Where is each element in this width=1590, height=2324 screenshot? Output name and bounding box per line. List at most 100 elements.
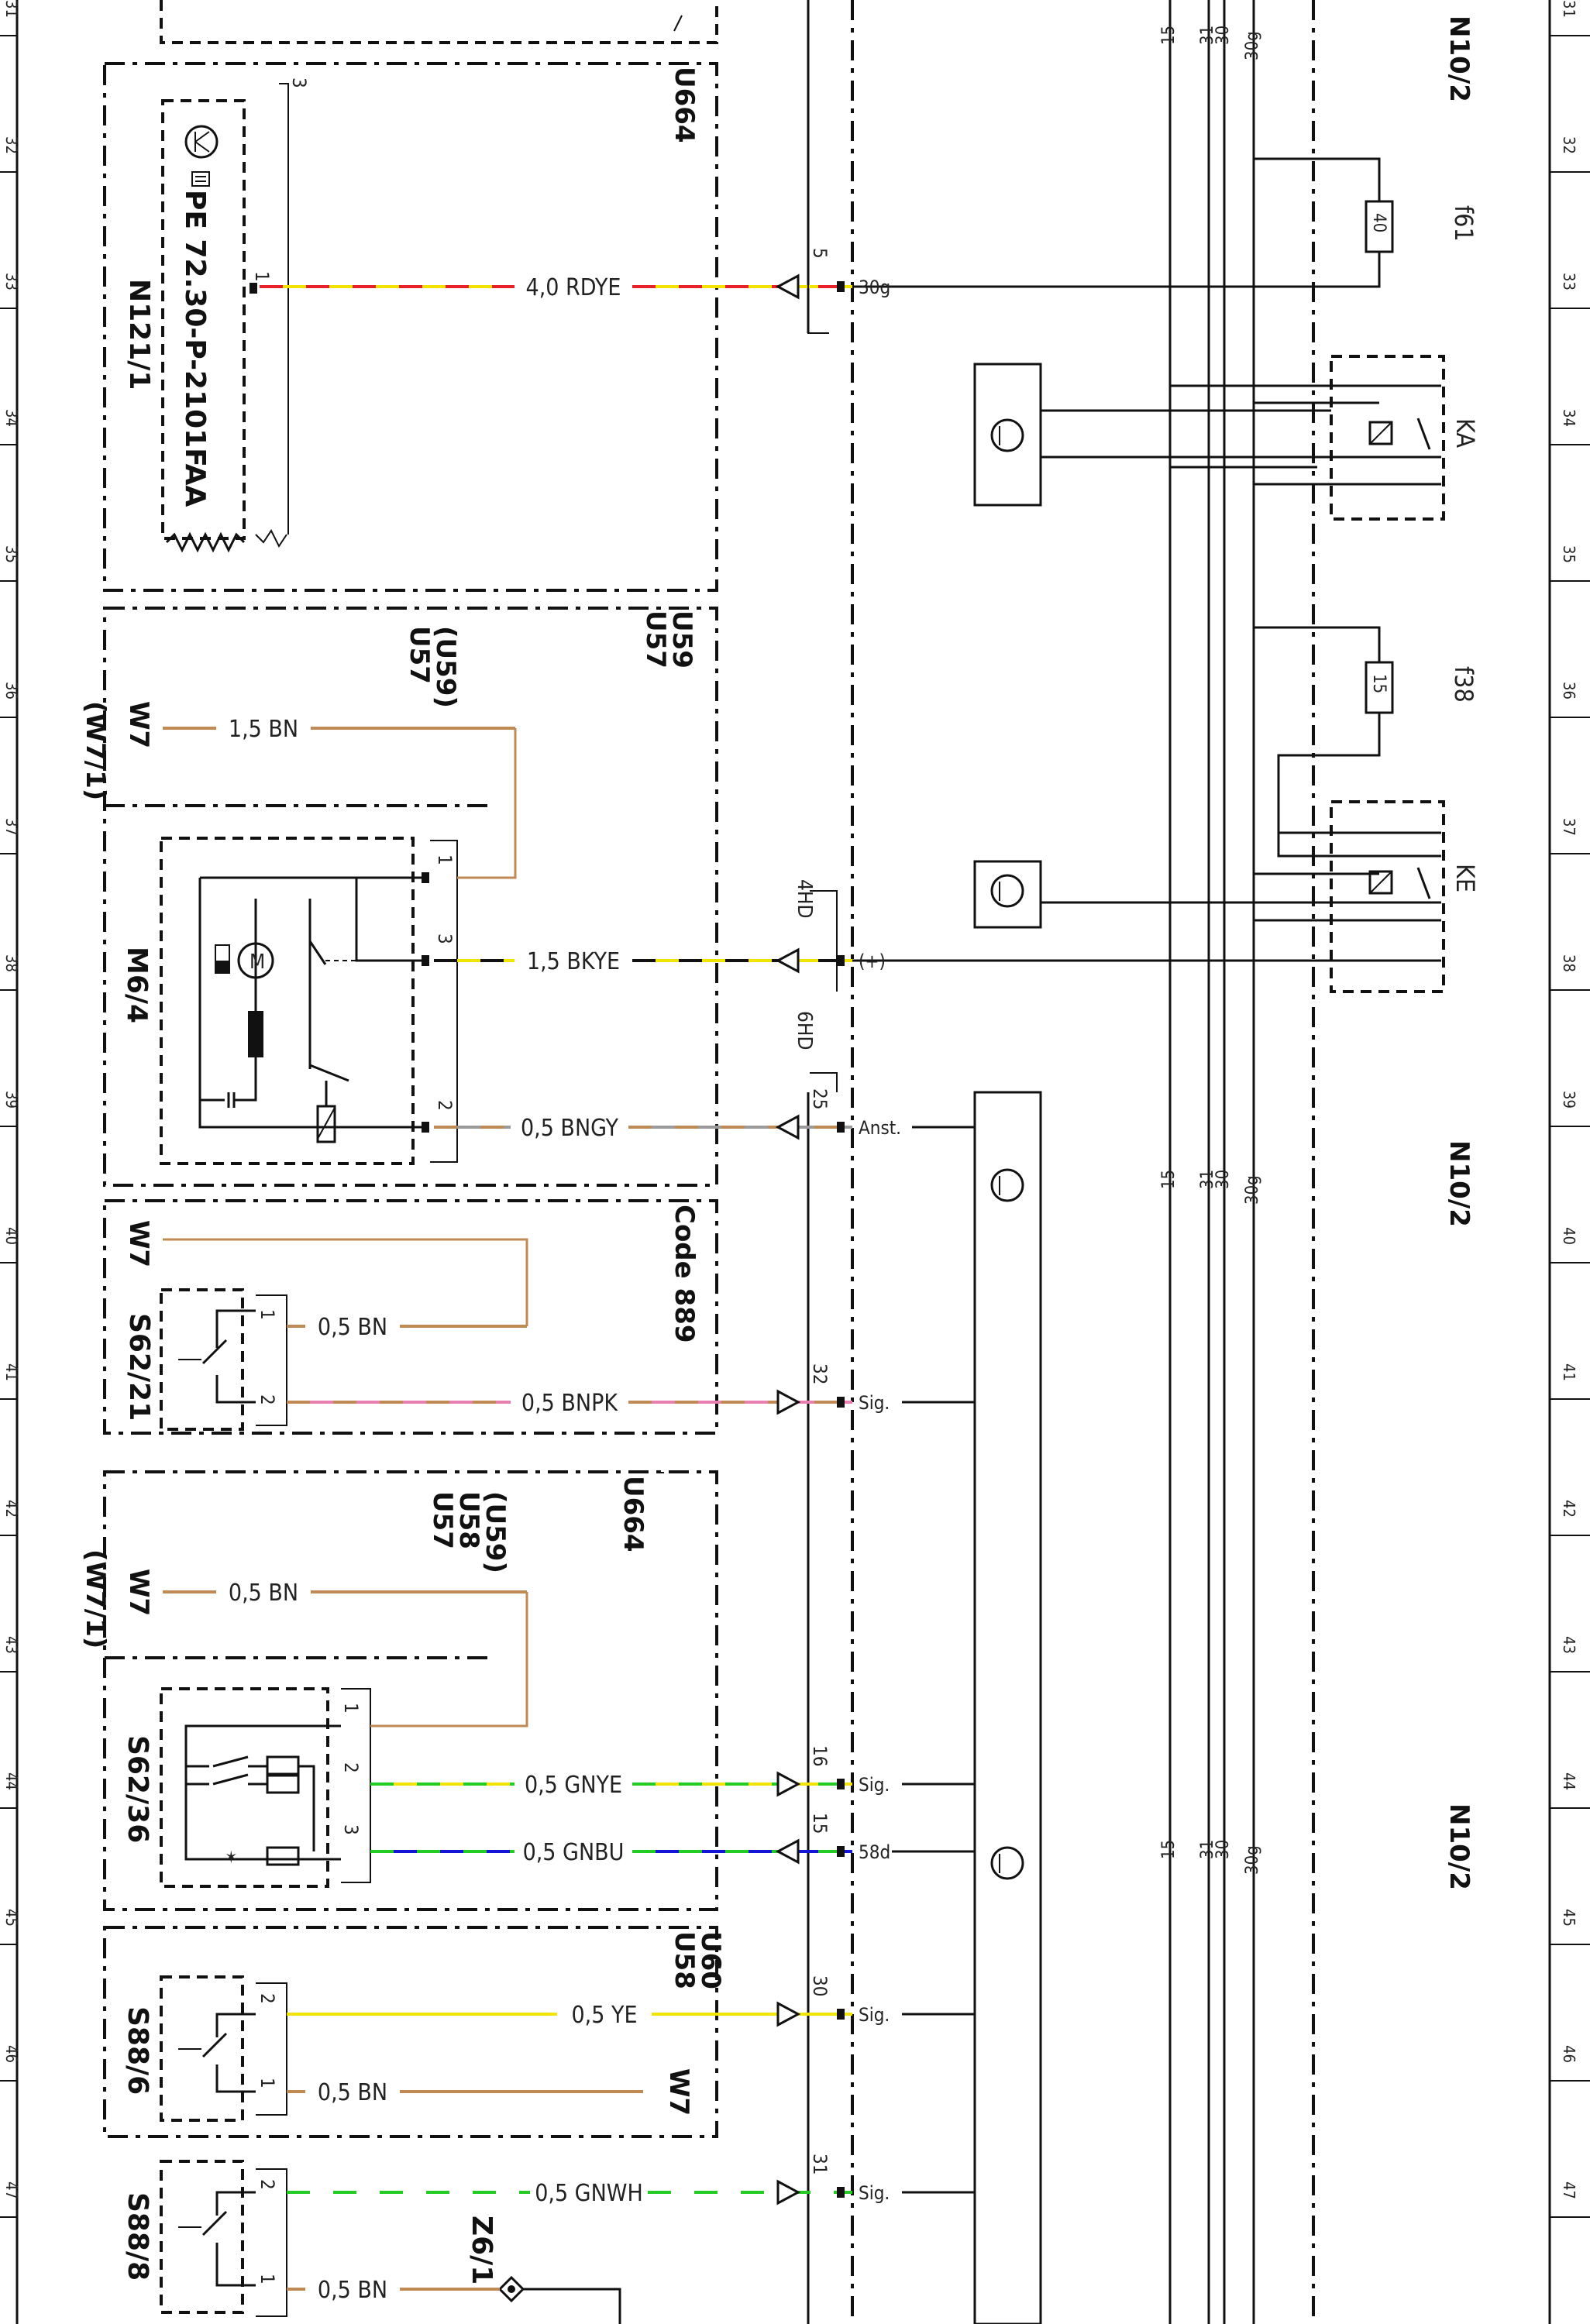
wire: 1,5 BKYE bbox=[434, 947, 852, 975]
pin-1-label: 1 bbox=[256, 2078, 278, 2089]
grid-number: 46 bbox=[1560, 2045, 1578, 2063]
w7-label-d: W7 bbox=[663, 2068, 694, 2116]
w7-1-label-a: (W7/1) bbox=[80, 701, 111, 800]
u57-u59-label: U57U59 bbox=[640, 610, 697, 669]
grid-number: 43 bbox=[1560, 1636, 1578, 1654]
grid-number: 45 bbox=[1560, 1909, 1578, 1927]
ke-label: KE bbox=[1451, 864, 1480, 892]
wire: 0,5 BN bbox=[163, 1238, 528, 1341]
pin-1-label: 1 bbox=[251, 271, 273, 282]
grid-number: 44 bbox=[2, 1772, 21, 1790]
grid-number: 36 bbox=[1560, 682, 1578, 700]
wire-label: 0,5 GNWH bbox=[535, 2180, 643, 2207]
wire: 0,5 BN bbox=[287, 2079, 643, 2106]
grid-number: 42 bbox=[1560, 1500, 1578, 1518]
s62-36-label: S62/36 bbox=[122, 1735, 153, 1843]
pin-1-label: 1 bbox=[256, 1309, 278, 1320]
wire-label: 4,0 RDYE bbox=[526, 274, 621, 301]
wire: 0,5 GNYE bbox=[370, 1771, 852, 1799]
pin-1-label: 1 bbox=[434, 854, 456, 865]
wire-label: 0,5 BN bbox=[318, 1314, 387, 1341]
wire: 0,5 GNWH bbox=[287, 2179, 852, 2207]
f38-label: f38 bbox=[1449, 666, 1478, 703]
relay-ka: KA bbox=[973, 355, 1480, 521]
arrow-right-icon bbox=[776, 2001, 801, 2027]
grid-number: 32 bbox=[2, 136, 21, 154]
arrow-left-icon bbox=[775, 1114, 800, 1140]
grid-number: 37 bbox=[1560, 818, 1578, 836]
wire-label: 0,5 GNYE bbox=[525, 1772, 622, 1799]
grid-number: 35 bbox=[2, 545, 21, 563]
w7-1-label-c: (W7/1) bbox=[80, 1549, 111, 1648]
u664-mid-label: U664 bbox=[618, 1476, 649, 1552]
grid-number: 33 bbox=[1560, 273, 1578, 290]
module-u664-top: U664 N121/1 PE 72.30-P-2101FAA 3 1 bbox=[103, 62, 718, 592]
grid-number: 33 bbox=[2, 273, 21, 290]
grid-number: 32 bbox=[1560, 136, 1578, 154]
bus-labels-top: 15 31 30 30g bbox=[1159, 26, 1262, 60]
transistor-icon bbox=[973, 860, 1042, 929]
grid-number: 40 bbox=[1560, 1227, 1578, 1245]
n10-2-label-bottom: N10/2 bbox=[1444, 1803, 1475, 1890]
relay-ke: KE bbox=[852, 800, 1480, 993]
transistor-icon bbox=[990, 1846, 1024, 1880]
pin-2-label: 2 bbox=[256, 2179, 278, 2190]
grid-number: 34 bbox=[1560, 409, 1578, 427]
grid-number: 38 bbox=[1560, 954, 1578, 972]
u58-u60-label: U58U60 bbox=[669, 1931, 726, 1989]
svg-text:✶: ✶ bbox=[225, 1848, 238, 1868]
u57-u59-inner-label: U57(U59) bbox=[404, 626, 461, 708]
pin-number: 25 bbox=[809, 1088, 831, 1109]
wire-label: 0,5 BN bbox=[318, 2079, 387, 2106]
grid-number: 36 bbox=[2, 682, 21, 700]
grid-number: 44 bbox=[1560, 1772, 1578, 1790]
grid-number: 39 bbox=[2, 1091, 21, 1109]
arrow-left-icon bbox=[775, 273, 800, 300]
pin-number: 5 bbox=[809, 248, 831, 259]
pin-number: 15 bbox=[809, 1813, 831, 1834]
fuse-15-label: 15 bbox=[1369, 674, 1389, 693]
signal-label: (+) bbox=[859, 951, 886, 972]
wire: 0,5 GNBU bbox=[370, 1838, 852, 1866]
pin-2-label: 2 bbox=[340, 1762, 362, 1773]
w7-label-a: W7 bbox=[123, 701, 154, 748]
bus-31: 31 bbox=[1198, 1170, 1217, 1189]
module-code889: Code 889 W7 S62/21 1 2 bbox=[103, 1199, 718, 1435]
document-icon bbox=[191, 171, 210, 187]
transistor-icon bbox=[990, 1168, 1024, 1202]
n10-2-module-boxes bbox=[973, 1091, 1042, 2324]
wire: 0,5 BNPK bbox=[287, 1389, 852, 1417]
bus-15: 15 bbox=[1159, 1840, 1179, 1859]
wire-label: 0,5 GNBU bbox=[523, 1839, 625, 1866]
pin-1-label: 1 bbox=[256, 2274, 278, 2284]
grid-number: 31 bbox=[2, 0, 21, 18]
grid-number: 31 bbox=[1560, 0, 1578, 18]
bus-30: 30 bbox=[1213, 1170, 1233, 1189]
grid-number: 41 bbox=[2, 1363, 21, 1381]
pin-3-label: 3 bbox=[288, 77, 310, 88]
vertical-rails bbox=[807, 0, 1315, 2324]
wire-label: 0,5 BNGY bbox=[521, 1115, 619, 1142]
w7-label-c: W7 bbox=[123, 1569, 154, 1616]
transistor-icon bbox=[973, 363, 1042, 507]
n10-2-label-top: N10/2 bbox=[1444, 15, 1475, 102]
s88-8-label: S88/8 bbox=[122, 2192, 153, 2281]
signal-labels: 30g5(+)Anst.25Sig.32Sig.1658d15Sig.30Sig… bbox=[809, 248, 1170, 2204]
pin-2-label: 2 bbox=[256, 1993, 278, 2004]
grid-number: 47 bbox=[2, 2181, 21, 2199]
code889-label: Code 889 bbox=[669, 1205, 700, 1343]
module-u57-u58-u59: U664 U57U58(U59) W7 (W7/1) S62/36 ✶ 1 2 … bbox=[80, 1470, 718, 1911]
n10-2-label-mid: N10/2 bbox=[1444, 1140, 1475, 1227]
grid-number: 43 bbox=[2, 1636, 21, 1654]
fuse-40-label: 40 bbox=[1369, 213, 1389, 232]
pin-1-label: 1 bbox=[340, 1703, 362, 1714]
arrow-right-icon bbox=[776, 1771, 801, 1797]
pe-reference: PE 72.30-P-2101FAA bbox=[179, 190, 211, 507]
wire: 0,5 BN bbox=[163, 1580, 528, 1728]
grid-number: 47 bbox=[1560, 2181, 1578, 2199]
signal-label: 58d bbox=[859, 1841, 890, 1863]
bus-30: 30 bbox=[1213, 26, 1233, 45]
bus-15: 15 bbox=[1159, 1170, 1179, 1189]
